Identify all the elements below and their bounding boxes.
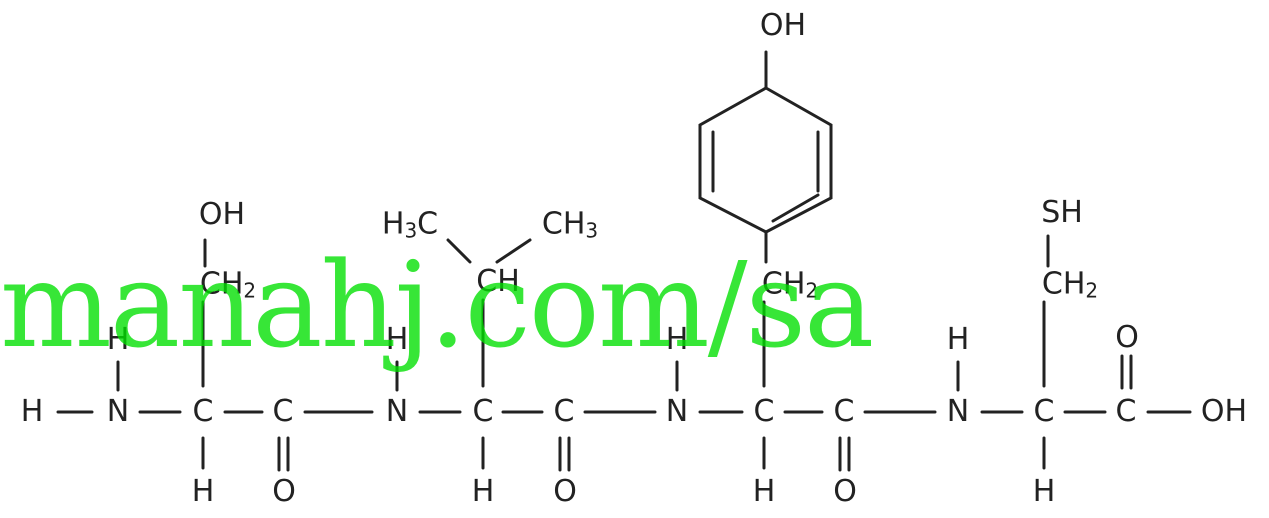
atom-n3: N [665,394,689,429]
atom-c4-o: O [553,474,577,509]
benzene-ring [698,86,833,234]
atom-val-ch3-left: H3C [381,206,439,243]
atom-cys-sh: SH [1041,195,1083,230]
atom-n1-h: H [106,322,130,357]
atom-tyr-oh: OH [759,8,807,43]
watermark-text: manahj.com/sa [0,236,874,374]
atom-val-ch3-right: CH3 [541,206,599,243]
atom-ser-oh: OH [198,197,246,232]
atom-tyr-ch2: CH2 [761,266,819,303]
atom-n4: N [946,394,970,429]
atom-c2: C [272,394,294,429]
atom-c1: C [192,394,214,429]
atom-c3: C [472,394,494,429]
atom-c2-o: O [272,474,296,509]
atom-c5: C [753,394,775,429]
bond-val-right [495,238,532,264]
atom-c4: C [553,394,575,429]
atom-n2-h: H [385,322,409,357]
atom-h-start: H [20,394,44,429]
atom-c6-o: O [833,474,857,509]
atom-c3-h: H [471,474,495,509]
atom-n3-h: H [665,322,689,357]
atom-n1: N [106,394,130,429]
atom-n2: N [385,394,409,429]
atom-c6: C [833,394,855,429]
atom-ser-ch2: CH2 [199,266,257,303]
atom-c1-h: H [191,474,215,509]
bond-val-left [446,238,472,264]
atom-c8: C [1115,394,1137,429]
atom-terminal-oh: OH [1200,394,1248,429]
ring-inner-c [771,193,820,223]
atom-c7-h: H [1032,474,1056,509]
atom-n4-h: H [946,322,970,357]
atom-c7: C [1033,394,1055,429]
atom-c5-h: H [752,474,776,509]
atom-c8-o: O [1115,320,1139,355]
atom-cys-ch2: CH2 [1041,266,1099,303]
atom-val-ch: CH [476,264,520,299]
